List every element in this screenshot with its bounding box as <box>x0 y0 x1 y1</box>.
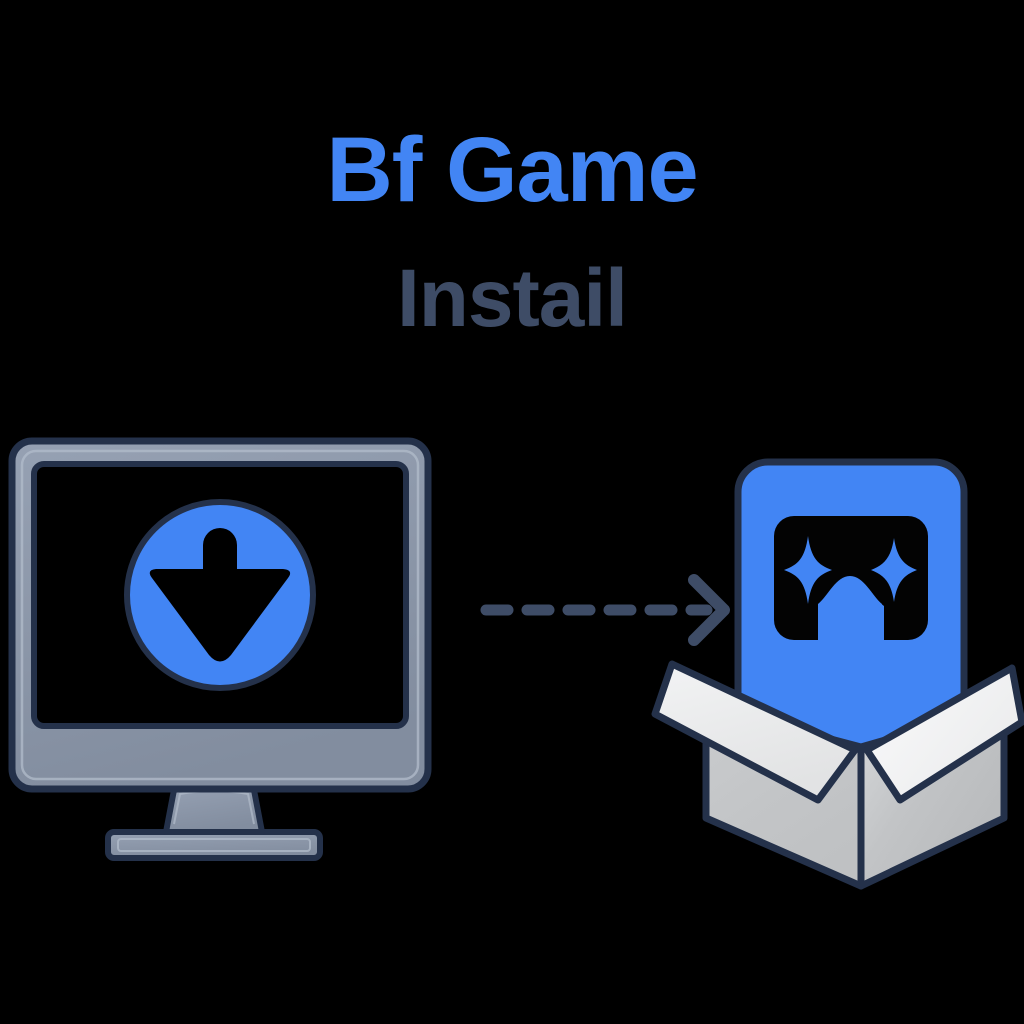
box-flap-right <box>863 664 1024 804</box>
monitor-graphic <box>8 437 432 861</box>
box-flap-left <box>651 660 859 804</box>
heading-block: Bf Game Instail <box>0 124 1024 340</box>
download-arrow-icon <box>149 528 291 662</box>
sparkle-icon <box>784 536 832 604</box>
monitor-stand-base <box>105 829 323 861</box>
monitor-frame-highlight <box>20 449 420 781</box>
page-subtitle: Instail <box>397 253 628 344</box>
gamepad-sparkle-icon <box>774 516 928 640</box>
package-graphic <box>651 458 1024 890</box>
flow-arrow <box>480 574 730 646</box>
monitor-stand-neck <box>163 783 265 835</box>
sparkle-icon <box>871 538 917 602</box>
arrow-head-icon <box>688 574 730 646</box>
monitor-stand-base-highlight <box>117 838 311 852</box>
page-title: Bf Game <box>326 119 698 221</box>
